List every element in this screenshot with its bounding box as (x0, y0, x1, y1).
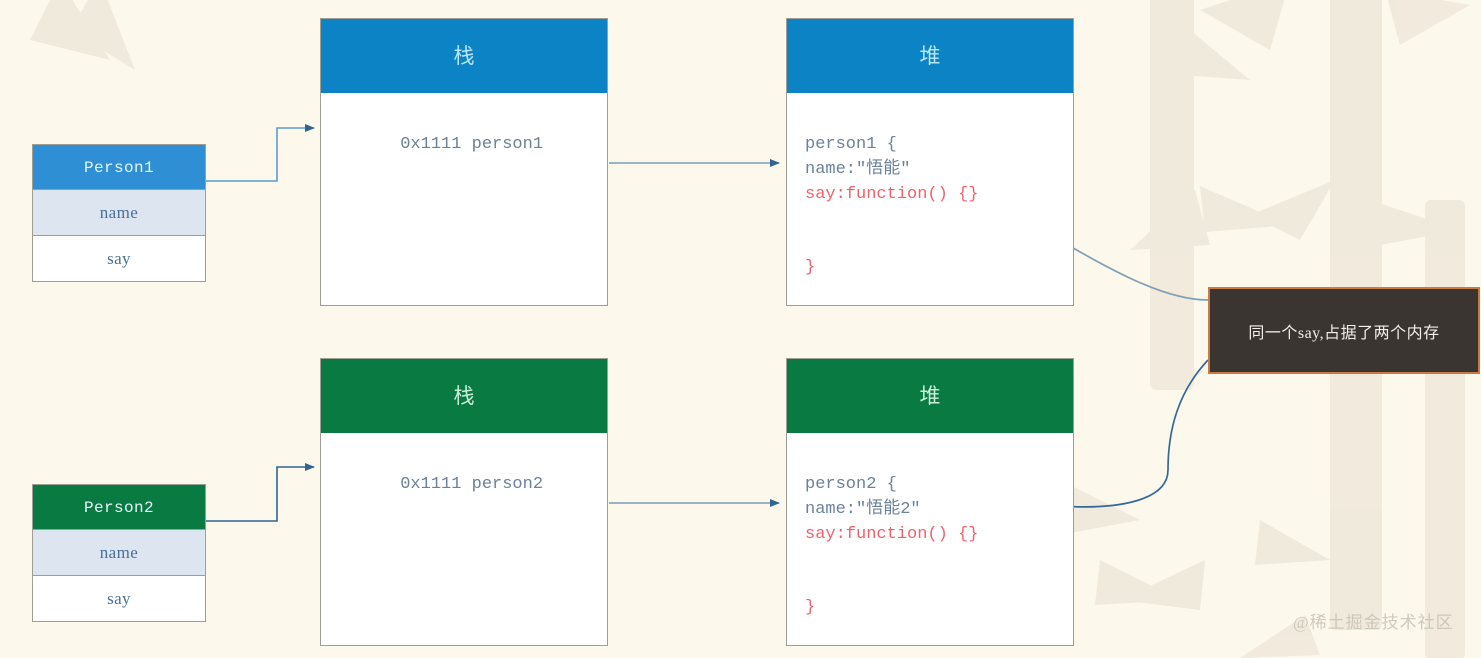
panel-title-heap: 堆 (787, 19, 1073, 93)
memory-line: person2 { (805, 475, 897, 494)
credit-watermark: @稀土掘金技术社区 (1293, 613, 1454, 632)
panel-stack-bottom: 栈 0x1111 person2 (320, 358, 608, 646)
memory-line: name:"悟能" (805, 160, 911, 179)
panel-title-stack: 栈 (321, 359, 607, 433)
memory-line: } (805, 598, 816, 617)
variable-row-name: name (32, 190, 206, 236)
panel-body-heap-top: person1 { name:"悟能" say:function() {} } (787, 93, 1073, 305)
variable-row-say: say (32, 236, 206, 282)
memory-line: 0x1111 person2 (400, 475, 544, 494)
panel-body-heap-bottom: person2 { name:"悟能2" say:function() {} } (787, 433, 1073, 645)
variable-header-person1: Person1 (32, 144, 206, 190)
variable-row-say: say (32, 576, 206, 622)
panel-heap-top: 堆 person1 { name:"悟能" say:function() {} … (786, 18, 1074, 306)
callout-note: 同一个say,占据了两个内存 (1208, 287, 1480, 374)
variable-box-person1: Person1 name say (32, 144, 206, 282)
memory-line-blank (805, 207, 1055, 230)
callout-text: 同一个say,占据了两个内存 (1248, 324, 1440, 342)
panel-title-heap: 堆 (787, 359, 1073, 433)
panel-heap-bottom: 堆 person2 { name:"悟能2" say:function() {}… (786, 358, 1074, 646)
variable-box-person2: Person2 name say (32, 484, 206, 622)
panel-body-stack-top: 0x1111 person1 (321, 93, 607, 182)
connector-person1-to-stack (206, 124, 315, 182)
panel-stack-top: 栈 0x1111 person1 (320, 18, 608, 306)
variable-header-person2: Person2 (32, 484, 206, 530)
connector-person2-to-stack (206, 463, 315, 522)
memory-line-blank (805, 547, 1055, 570)
variable-row-name: name (32, 530, 206, 576)
memory-line: } (805, 258, 816, 277)
memory-line: name:"悟能2" (805, 500, 921, 519)
memory-line: say:function() {} (805, 185, 979, 204)
panel-title-stack: 栈 (321, 19, 607, 93)
panel-body-stack-bottom: 0x1111 person2 (321, 433, 607, 522)
memory-line: say:function() {} (805, 525, 979, 544)
memory-line: person1 { (805, 135, 897, 154)
memory-line: 0x1111 person1 (400, 135, 544, 154)
